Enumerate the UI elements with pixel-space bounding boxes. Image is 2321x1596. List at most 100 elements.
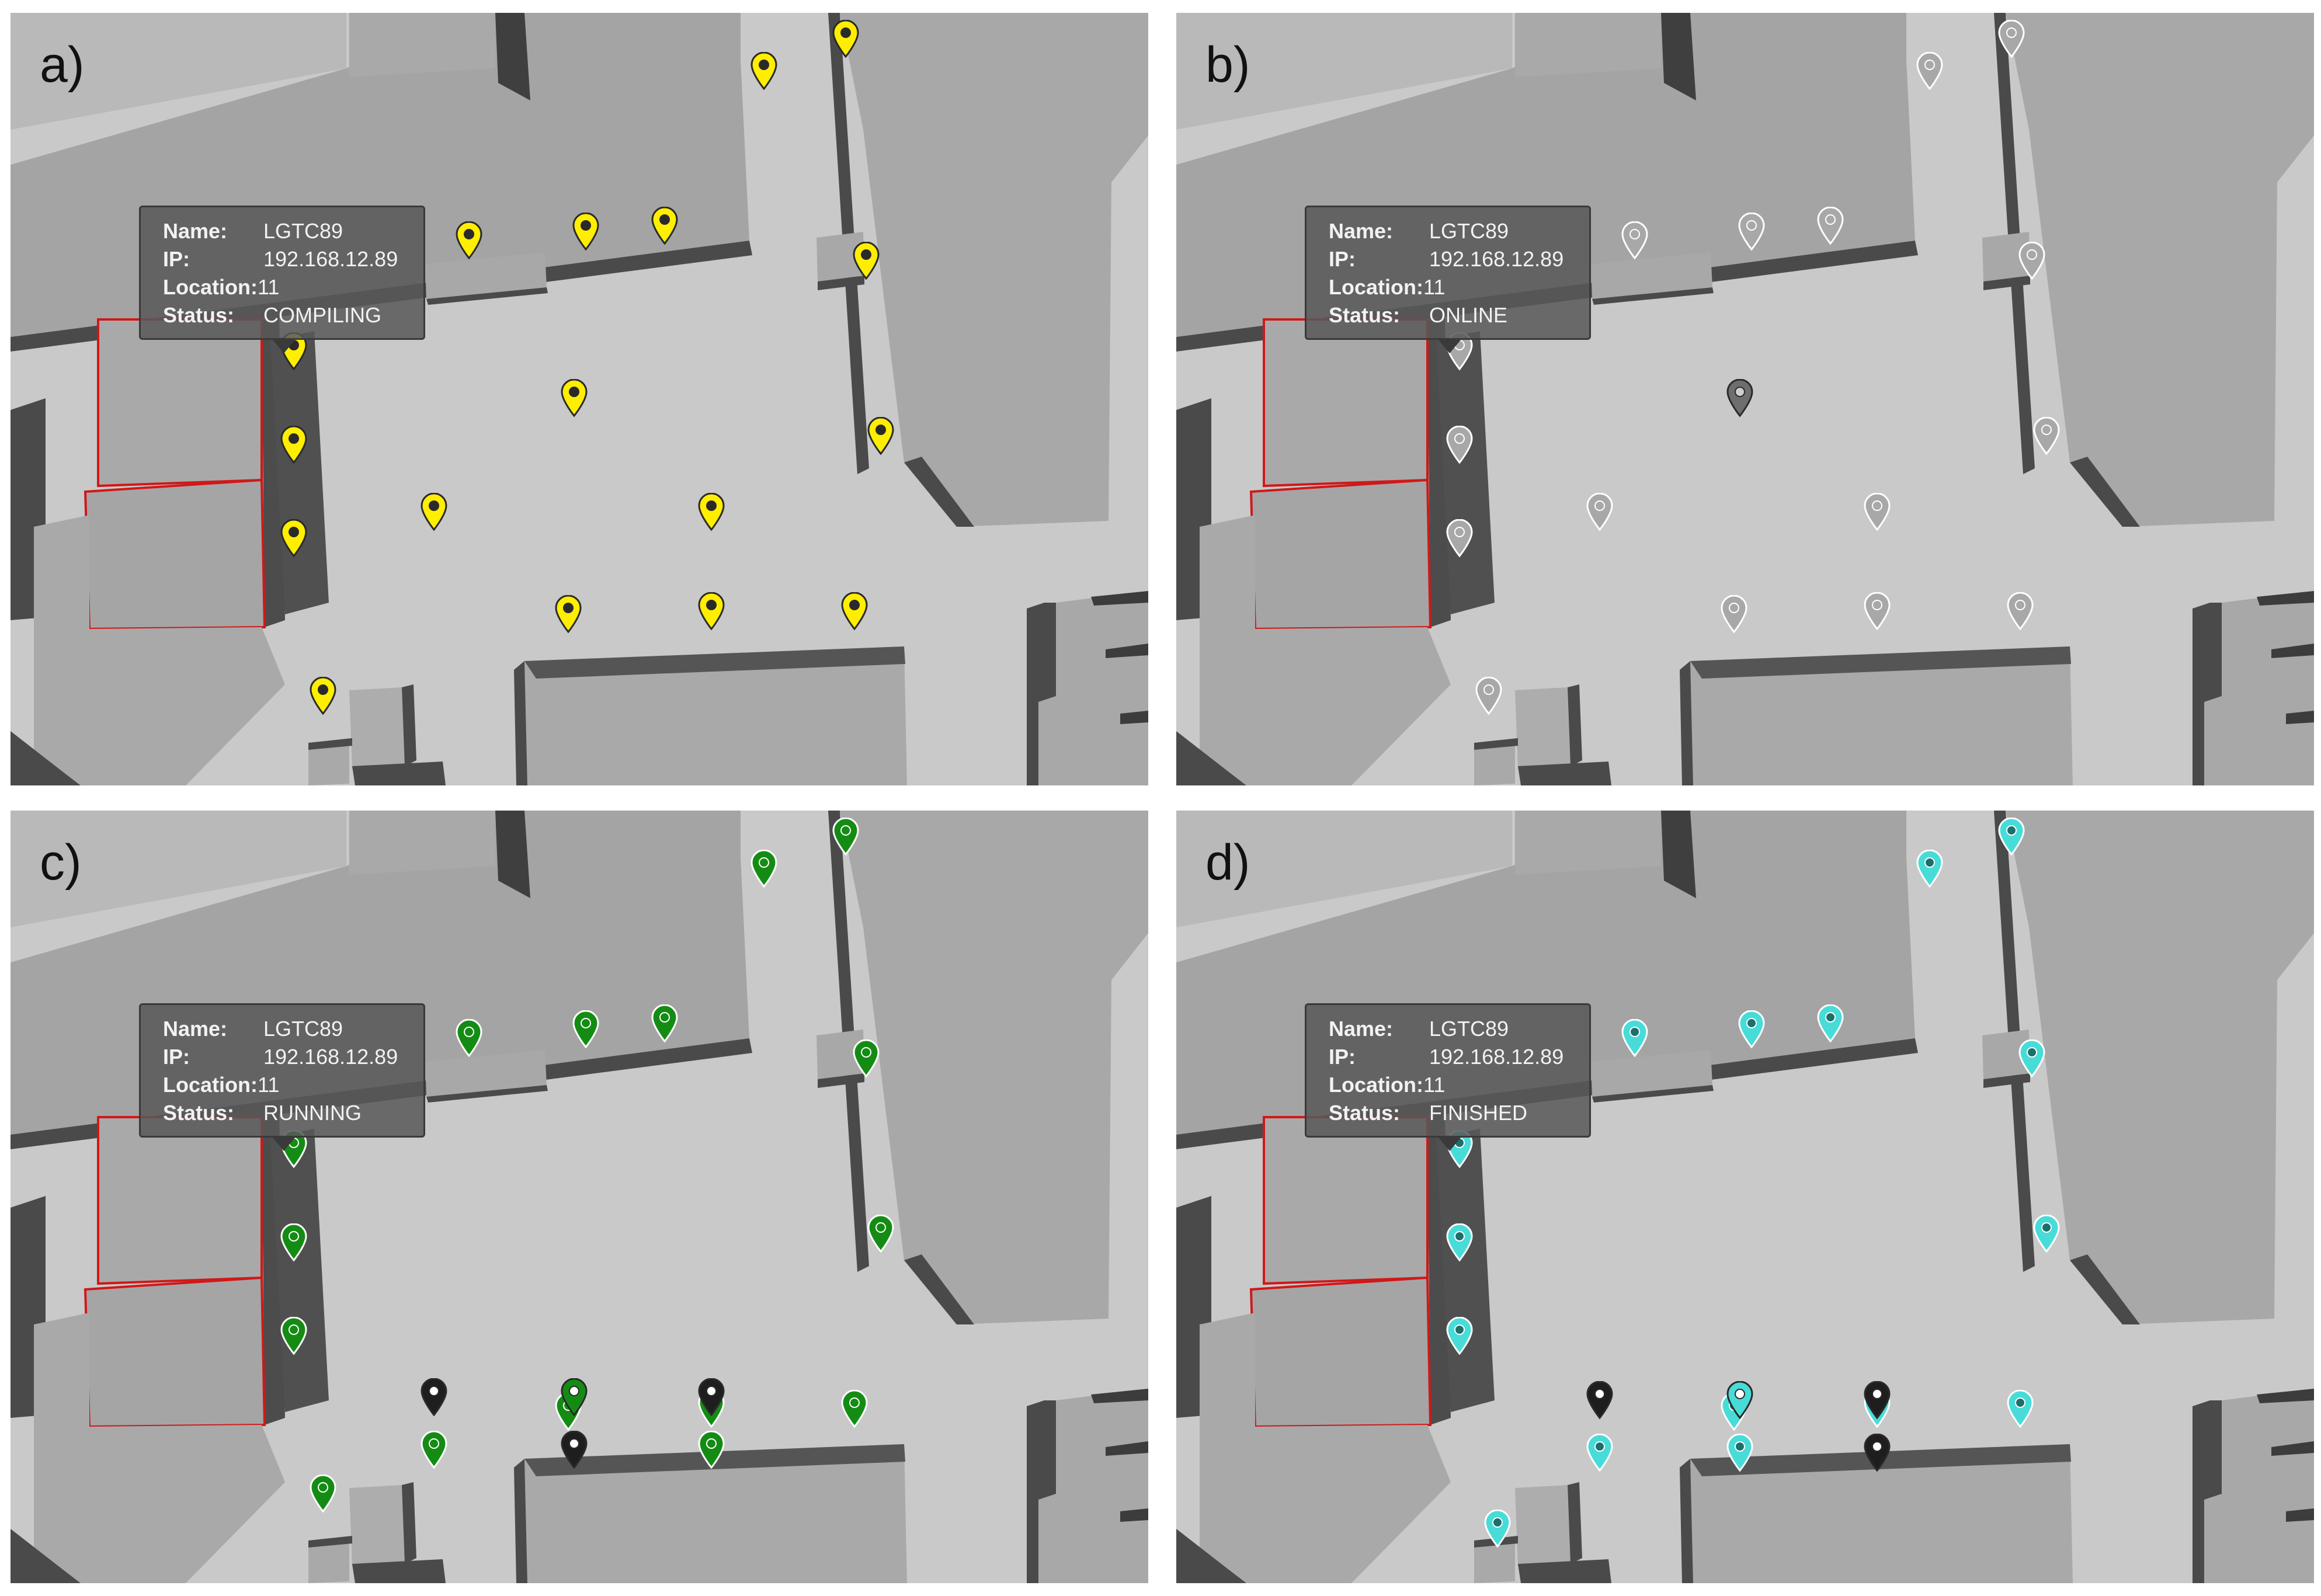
map-pin-icon[interactable] (1863, 493, 1892, 531)
map-pin-icon[interactable] (749, 850, 779, 888)
map-pin-icon[interactable] (1915, 850, 1944, 888)
location-value: 11 (257, 275, 280, 299)
ip-label: IP: (163, 1045, 190, 1069)
map-pin-icon[interactable] (852, 1039, 881, 1078)
name-value: LGTC89 (1429, 1017, 1509, 1041)
ip-value: 192.168.12.89 (1429, 247, 1564, 271)
tooltip-pointer (272, 339, 296, 353)
map-pin-icon[interactable] (1445, 426, 1474, 464)
map-pin-icon[interactable] (1585, 493, 1614, 531)
map-pin-icon[interactable] (866, 417, 895, 455)
panel-label: b) (1205, 37, 1250, 93)
map-pin-icon[interactable] (419, 1378, 449, 1417)
map-pin-icon[interactable] (308, 677, 338, 715)
map-pin-icon[interactable] (1737, 213, 1766, 251)
map-pin-icon[interactable] (1725, 1381, 1754, 1420)
map-pin-icon[interactable] (419, 1431, 449, 1469)
map-pin-icon[interactable] (571, 213, 600, 251)
map-pin-icon[interactable] (1863, 592, 1892, 631)
map-pin-icon[interactable] (1863, 1381, 1892, 1420)
map-pin-icon[interactable] (840, 592, 869, 631)
map-pin-icon[interactable] (1816, 1004, 1845, 1043)
node-markers (1176, 13, 2314, 785)
name-label: Name: (163, 219, 228, 243)
map-pin-icon[interactable] (866, 1215, 895, 1253)
map-pin-icon[interactable] (697, 1431, 726, 1469)
map-pin-icon[interactable] (852, 242, 881, 280)
map-pin-icon[interactable] (571, 1010, 600, 1049)
map-pin-icon[interactable] (279, 1317, 308, 1355)
map-pin-icon[interactable] (554, 595, 583, 634)
map-pin-icon[interactable] (697, 592, 726, 631)
location-label: Location: (1329, 275, 1423, 299)
map-pin-icon[interactable] (1445, 1317, 1474, 1355)
map-pin-icon[interactable] (279, 1223, 308, 1262)
map-pin-icon[interactable] (1816, 207, 1845, 245)
ip-label: IP: (163, 247, 190, 271)
map-pin-icon[interactable] (650, 1004, 679, 1043)
map-pin-icon[interactable] (1737, 1010, 1766, 1049)
map-pin-icon[interactable] (1725, 379, 1754, 418)
map-pin-icon[interactable] (279, 519, 308, 558)
map-panel-compiling: a) Name:LGTC89 IP:192.168.12.89 Location… (11, 13, 1148, 785)
name-value: LGTC89 (1429, 219, 1509, 243)
map-pin-icon[interactable] (749, 52, 779, 91)
map-pin-icon[interactable] (1620, 221, 1649, 260)
map-pin-icon[interactable] (419, 493, 449, 531)
map-pin-icon[interactable] (2006, 592, 2035, 631)
map-pin-icon[interactable] (1585, 1381, 1614, 1420)
status-label: Status: (1329, 1101, 1401, 1125)
panel-label: c) (40, 834, 82, 891)
map-pin-icon[interactable] (1997, 818, 2026, 856)
node-markers (1176, 811, 2314, 1583)
map-pin-icon[interactable] (2006, 1390, 2035, 1428)
map-pin-icon[interactable] (1719, 595, 1749, 634)
map-pin-icon[interactable] (560, 379, 589, 418)
map-pin-icon[interactable] (560, 1431, 589, 1469)
ip-value: 192.168.12.89 (263, 1045, 398, 1069)
map-pin-icon[interactable] (2032, 417, 2061, 455)
map-panel-running: c) Name:LGTC89 IP:192.168.12.89 Location… (11, 811, 1148, 1583)
map-pin-icon[interactable] (1915, 52, 1944, 91)
node-tooltip: Name:LGTC89 IP:192.168.12.89 Location:11… (1305, 1003, 1591, 1151)
map-pin-icon[interactable] (697, 1378, 726, 1417)
node-tooltip: Name:LGTC89 IP:192.168.12.89 Location:11… (139, 1003, 425, 1151)
panel-label: d) (1205, 834, 1250, 891)
map-pin-icon[interactable] (279, 426, 308, 464)
map-pin-icon[interactable] (1585, 1434, 1614, 1472)
map-pin-icon[interactable] (1483, 1510, 1512, 1548)
ip-value: 192.168.12.89 (263, 247, 398, 271)
tooltip-pointer (1438, 1137, 1461, 1151)
map-pin-icon[interactable] (1620, 1019, 1649, 1058)
map-pin-icon[interactable] (650, 207, 679, 245)
map-pin-icon[interactable] (1474, 677, 1503, 715)
map-pin-icon[interactable] (840, 1390, 869, 1428)
map-pin-icon[interactable] (831, 818, 860, 856)
name-label: Name: (163, 1017, 228, 1041)
map-pin-icon[interactable] (831, 20, 860, 58)
name-value: LGTC89 (263, 1017, 343, 1041)
status-label: Status: (163, 1101, 235, 1125)
map-pin-icon[interactable] (2032, 1215, 2061, 1253)
node-markers (11, 811, 1148, 1583)
status-label: Status: (163, 303, 235, 327)
map-pin-icon[interactable] (560, 1378, 589, 1417)
node-tooltip: Name:LGTC89 IP:192.168.12.89 Location:11… (139, 206, 425, 353)
map-panel-online: b) Name:LGTC89 IP:192.168.12.89 Location… (1176, 13, 2314, 785)
map-pin-icon[interactable] (308, 1475, 338, 1513)
ip-label: IP: (1329, 247, 1356, 271)
status-label: Status: (1329, 303, 1401, 327)
map-pin-icon[interactable] (697, 493, 726, 531)
status-value: FINISHED (1429, 1101, 1528, 1125)
map-pin-icon[interactable] (1725, 1434, 1754, 1472)
map-pin-icon[interactable] (2017, 1039, 2046, 1078)
map-pin-icon[interactable] (454, 1019, 484, 1058)
panel-label: a) (40, 37, 85, 93)
map-pin-icon[interactable] (1863, 1434, 1892, 1472)
map-pin-icon[interactable] (2017, 242, 2046, 280)
map-pin-icon[interactable] (1445, 519, 1474, 558)
map-pin-icon[interactable] (1997, 20, 2026, 58)
map-pin-icon[interactable] (1445, 1223, 1474, 1262)
location-label: Location: (1329, 1073, 1423, 1097)
map-pin-icon[interactable] (454, 221, 484, 260)
